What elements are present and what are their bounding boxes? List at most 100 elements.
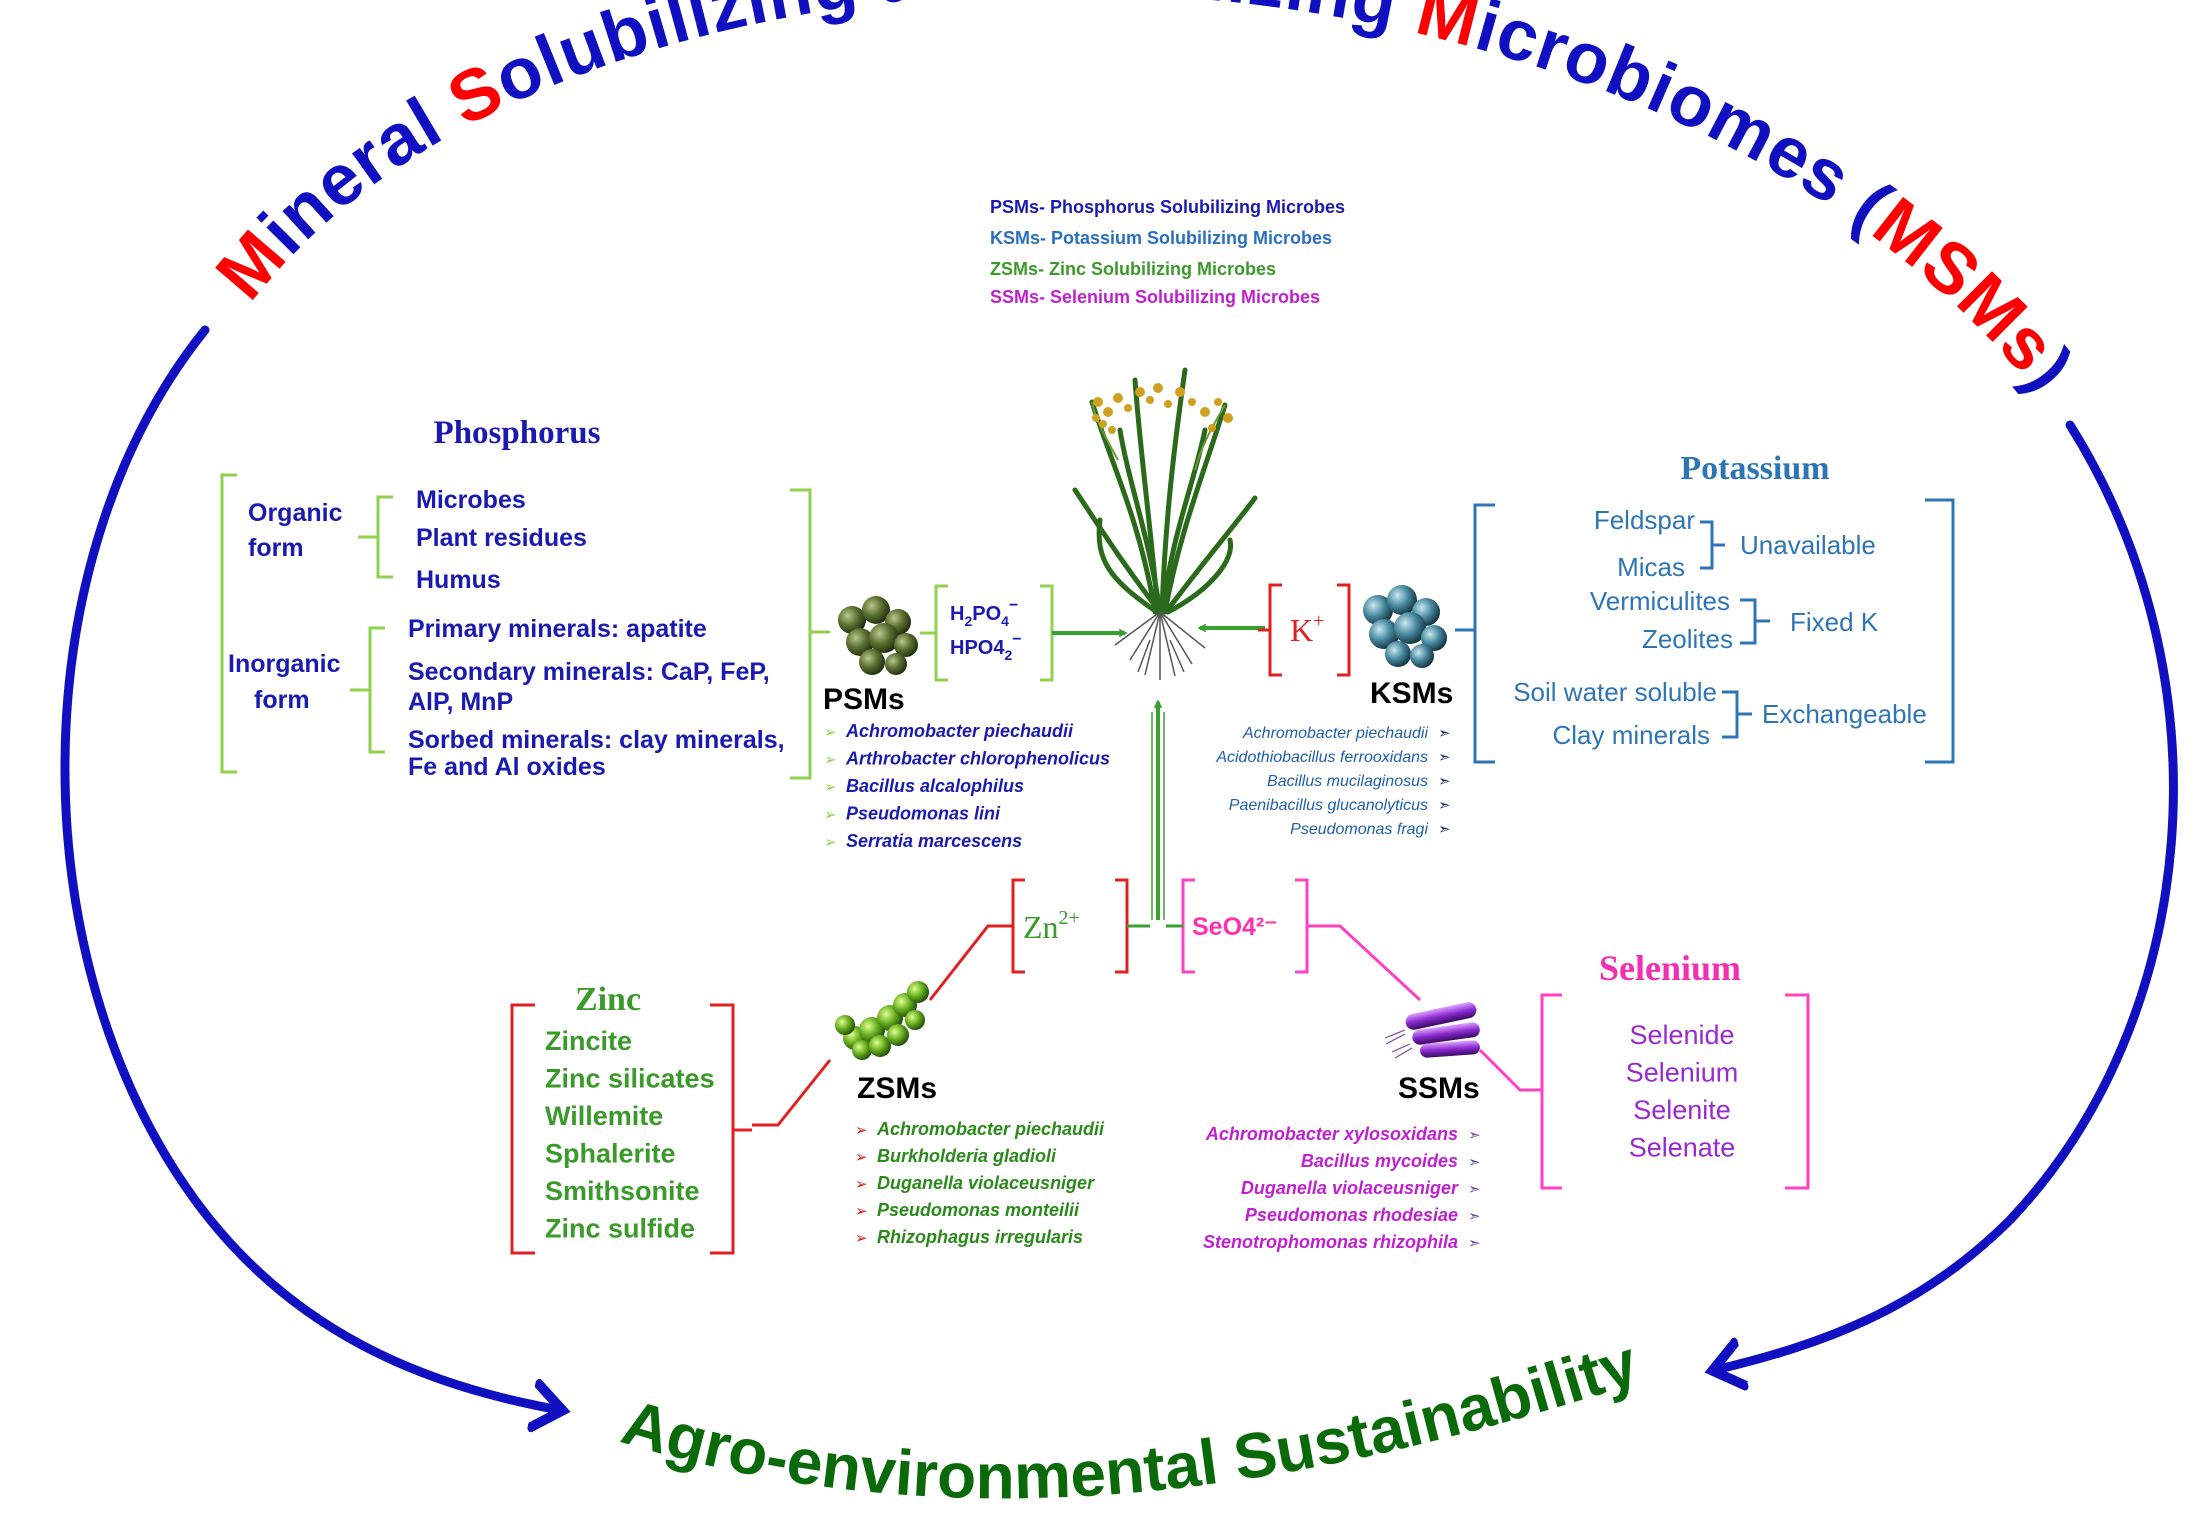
se-ion: SeO4²⁻ [1192,913,1277,941]
species-name: Serratia marcescens [846,831,1022,851]
zsm-label: ZSMs [857,1072,937,1105]
k-label-exchangeable: Exchangeable [1762,699,1927,729]
species-name: Bacillus mycoides [1301,1151,1458,1171]
psm-label: PSMs [823,683,905,716]
k-label-fixed: Fixed K [1790,607,1879,637]
species-name: Pseudomonas monteilii [877,1200,1080,1220]
species-bullet: ➢ [824,779,837,796]
k-item-vermiculites: Vermiculites [1590,586,1730,616]
bottom-title: Agro-environmental Sustainability [615,1326,1646,1513]
phosphorus-panel: Phosphorus Organic form Microbes Plant r… [220,415,830,781]
nutrient-arrows [1052,628,1265,920]
brace-fixed-k [1740,598,1770,645]
k-label-unavailable: Unavailable [1740,530,1876,560]
zsm-species-list: ➢ Achromobacter piechaudii ➢ Burkholderia g… [855,1119,1105,1247]
species-name: Achromobacter xylosoxidans [1205,1124,1458,1144]
potassium-heading: Potassium [1680,450,1829,487]
psm-species-list: ➢Achromobacter piechaudii➢Arthrobacter c… [824,721,1110,851]
phosphorus-heading: Phosphorus [434,415,601,451]
species-bullet: ➣ [1468,1181,1481,1198]
ksm-species-list: Achromobacter piechaudii ➣ Acidothiobacill… [1215,725,1450,838]
species-bullet: ➢ [855,1203,868,1220]
species-bullet: ➢ [855,1176,868,1193]
ssm-species-list: Achromobacter xylosoxidans ➣ Bacillus myco… [1203,1124,1481,1252]
species-name: Bacillus alcalophilus [846,776,1024,796]
inorganic-item-primary: Primary minerals: apatite [408,615,707,643]
species-name: Pseudomonas fragi [1290,821,1428,838]
species-name: Achromobacter piechaudii [1242,725,1428,742]
selenium-item: Selenate [1629,1133,1736,1163]
k-item-clay-minerals: Clay minerals [1553,720,1711,750]
rice-plant-image [1072,367,1258,680]
legend-zsm: ZSMs- Zinc Solubilizing Microbes [990,259,1276,279]
zinc-left-bracket [510,1003,535,1255]
legend-ksm: KSMs- Potassium Solubilizing Microbes [990,228,1332,248]
zinc-item: Zinc silicates [545,1064,715,1094]
zinc-heading: Zinc [575,981,641,1018]
inorganic-brace [350,626,385,754]
species-name: Burkholderia gladioli [877,1146,1057,1166]
species-bullet: ➣ [1468,1127,1481,1144]
ksm-microbe-image [1363,585,1447,668]
zinc-item: Zinc sulfide [545,1214,695,1244]
species-name: Rhizophagus irregularis [877,1227,1083,1247]
k-item-micas: Micas [1617,552,1685,582]
ssm-connector [1307,924,1542,1092]
inorganic-item-secondary: Secondary minerals: CaP, FeP, AlP, MnP [408,658,777,716]
title-letter: l [1203,0,1232,17]
potassium-right-bracket [1925,498,1955,764]
species-bullet: ➣ [1468,1154,1481,1171]
brace-unavailable [1700,520,1725,570]
title-letter: M [1033,0,1094,9]
title-letter: o [1093,0,1141,10]
species-name: Stenotrophomonas rhizophila [1203,1232,1458,1252]
k-ion-bracket [1258,583,1351,677]
selenium-item: Selenite [1633,1095,1731,1125]
cycle-arrows [60,325,2178,1410]
legend: PSMs- Phosphorus Solubilizing Microbes K… [990,197,1345,307]
zinc-item: Sphalerite [545,1139,676,1169]
species-bullet: ➣ [1468,1235,1481,1252]
species-bullet: ➢ [824,752,837,769]
title-letter: b [1138,0,1188,13]
species-name: Achromobacter piechaudii [876,1119,1105,1139]
k-ion: K+ [1290,610,1324,648]
species-bullet: ➣ [1468,1208,1481,1225]
species-name: Arthrobacter chlorophenolicus [845,749,1110,769]
inorganic-item-sorbed: Sorbed minerals: clay minerals, Fe and A… [408,726,792,781]
title-letter: d [964,0,1013,11]
species-bullet: ➢ [855,1122,868,1139]
selenium-right-bracket [1785,993,1810,1190]
zinc-item: Smithsonite [545,1176,700,1206]
brace-exchangeable [1722,690,1752,739]
zn-ion: Zn2+ [1023,907,1080,945]
species-bullet: ➢ [824,724,837,741]
psm-microbe-image [838,596,918,675]
organic-item-plant-residues: Plant residues [416,524,587,552]
species-name: Acidothiobacillus ferrooxidans [1215,749,1428,766]
species-name: Pseudomonas rhodesiae [1245,1205,1458,1225]
species-bullet: ➢ [855,1230,868,1247]
zsm-connector [752,924,1013,1127]
k-item-zeolites: Zeolites [1642,624,1733,654]
species-name: Bacillus mucilaginosus [1267,773,1428,790]
zsm-microbe-image [835,981,929,1060]
zinc-item: Zincite [545,1026,632,1056]
species-bullet: ➣ [1438,797,1451,814]
organic-item-humus: Humus [416,566,501,594]
species-name: Paenibacillus glucanolyticus [1229,797,1428,814]
organic-form-label: Organic form [248,499,349,562]
phosphorus-left-bracket [220,473,237,774]
species-name: Duganella violaceusniger [1241,1178,1459,1198]
zinc-item: Willemite [545,1101,663,1131]
ksm-label: KSMs [1370,677,1453,710]
species-bullet: ➣ [1438,773,1451,790]
ssm-microbe-image [1384,1002,1480,1059]
ion-h2po4: H2PO4− [950,597,1018,629]
species-bullet: ➢ [824,807,837,824]
title-letter [1010,0,1033,9]
left-cycle-arrow [60,325,560,1410]
